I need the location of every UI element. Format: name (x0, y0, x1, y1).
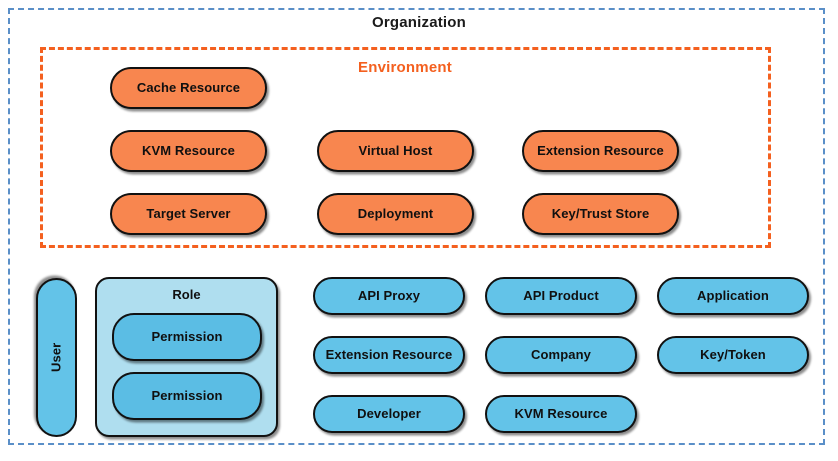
node-label: Extension Resource (325, 346, 453, 362)
node-label: Cache Resource (136, 79, 241, 95)
org-node-company[interactable]: Company (485, 336, 637, 374)
node-label: Permission (151, 328, 223, 344)
env-node-kvm-resource[interactable]: KVM Resource (110, 130, 267, 172)
environment-label: Environment (358, 59, 452, 76)
role-label: Role (172, 287, 201, 302)
node-label: Company (531, 346, 591, 362)
node-label: Virtual Host (358, 142, 433, 158)
node-label: API Product (523, 287, 599, 303)
node-label: Deployment (357, 205, 434, 221)
node-label: Key/Token (700, 346, 766, 362)
org-node-kvm-resource[interactable]: KVM Resource (485, 395, 637, 433)
env-node-cache-resource[interactable]: Cache Resource (110, 67, 267, 109)
org-node-extension-resource[interactable]: Extension Resource (313, 336, 465, 374)
org-node-developer[interactable]: Developer (313, 395, 465, 433)
node-label: KVM Resource (142, 142, 235, 158)
permission-node-permission[interactable]: Permission (112, 372, 262, 420)
node-label: Developer (357, 405, 421, 421)
org-node-api-product[interactable]: API Product (485, 277, 637, 315)
env-node-virtual-host[interactable]: Virtual Host (317, 130, 474, 172)
environment-container (40, 47, 771, 248)
node-label: Extension Resource (537, 142, 664, 158)
user-node[interactable]: User (36, 278, 77, 437)
node-label: API Proxy (357, 287, 421, 303)
node-label: Target Server (146, 205, 231, 221)
node-label: Permission (151, 387, 223, 403)
organization-container (8, 8, 825, 445)
node-label: KVM Resource (514, 405, 608, 421)
org-node-application[interactable]: Application (657, 277, 809, 315)
env-node-deployment[interactable]: Deployment (317, 193, 474, 235)
node-label: Key/Trust Store (551, 205, 650, 221)
org-node-api-proxy[interactable]: API Proxy (313, 277, 465, 315)
org-node-key-token[interactable]: Key/Token (657, 336, 809, 374)
node-label: User (48, 342, 64, 373)
env-node-target-server[interactable]: Target Server (110, 193, 267, 235)
env-node-extension-resource[interactable]: Extension Resource (522, 130, 679, 172)
env-node-key-trust-store[interactable]: Key/Trust Store (522, 193, 679, 235)
permission-node-permission[interactable]: Permission (112, 313, 262, 361)
node-label: Application (697, 287, 769, 303)
organization-label: Organization (371, 14, 467, 31)
